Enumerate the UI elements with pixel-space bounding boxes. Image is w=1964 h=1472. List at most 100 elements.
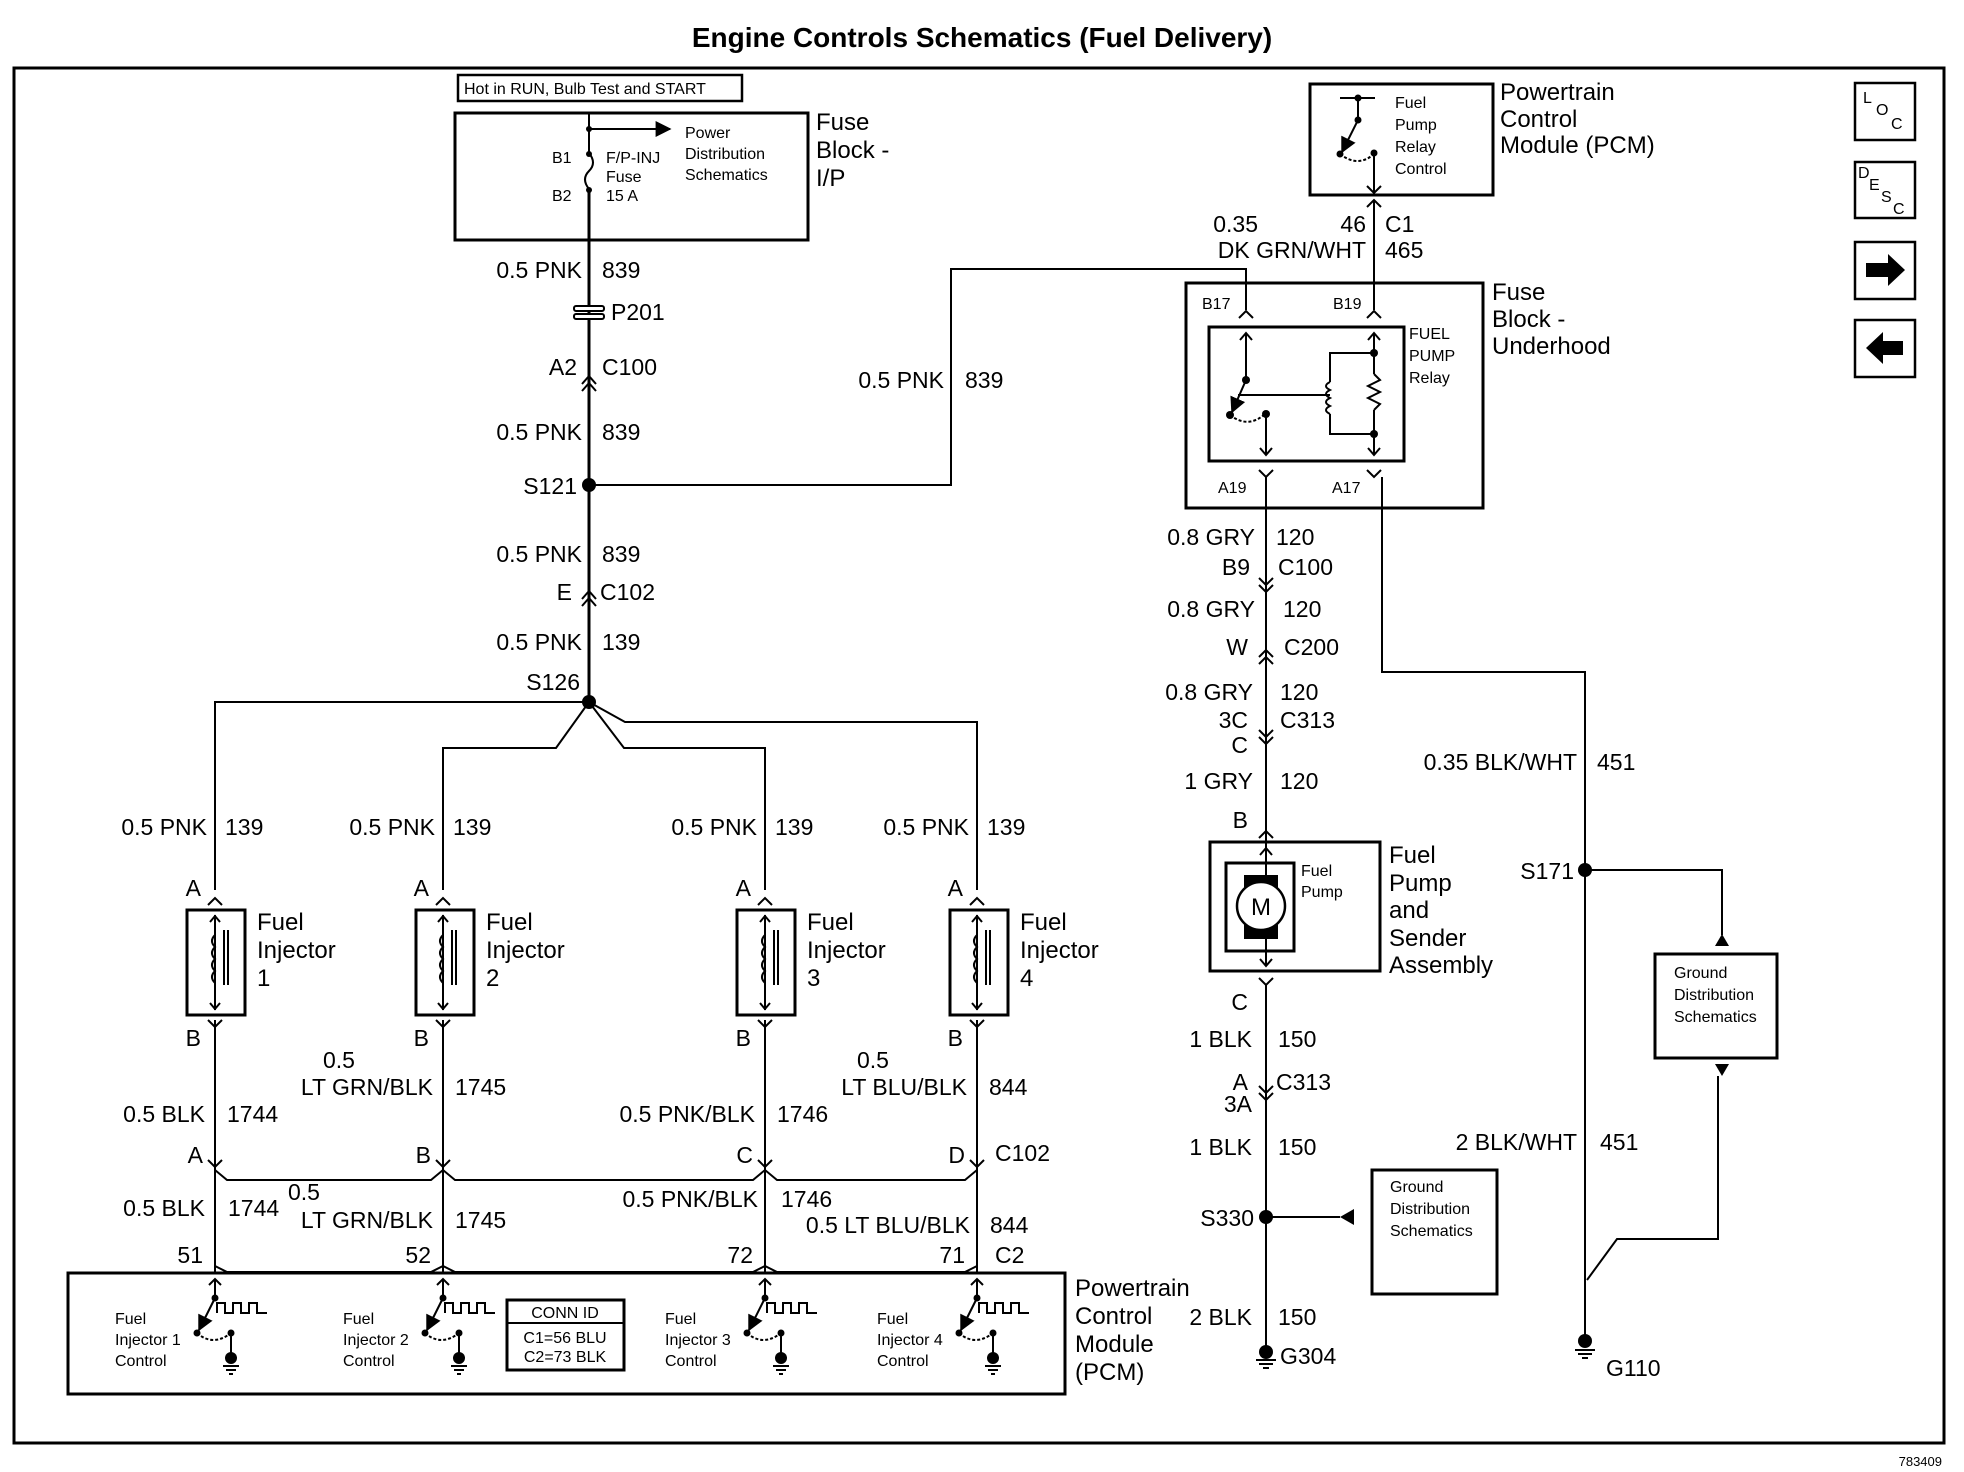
injector-name-3: 1 xyxy=(257,965,270,992)
injector-name-3: 2 xyxy=(486,965,499,992)
fuse-block-ip: Hot in RUN, Bulb Test and START B1 B2 F/… xyxy=(453,73,889,242)
relay-label-3: Relay xyxy=(1409,370,1450,387)
injector-box xyxy=(735,908,797,1017)
pin-b2: B2 xyxy=(552,188,572,205)
fuse-block-underhood-name-2: Block - xyxy=(1492,306,1565,333)
main-feed-wire: 0.5 PNK 839 P201 A2 C100 0.5 PNK 839 S12… xyxy=(496,190,665,709)
pin-46: 46 xyxy=(1340,211,1366,237)
connector-c102: C102 xyxy=(995,1140,1050,1166)
pulse-icon xyxy=(444,1302,495,1314)
relay-label-2: PUMP xyxy=(1409,348,1455,365)
conn-id-row: C2=73 BLK xyxy=(524,1349,607,1366)
connector-c313: C313 xyxy=(1280,707,1335,733)
coil-icon xyxy=(211,934,217,984)
c313-connector-icon xyxy=(1258,729,1274,746)
wire-gauge-color: 1 GRY xyxy=(1184,768,1253,794)
wire-circuit: 1744 xyxy=(228,1195,279,1221)
injector-name-2: Injector xyxy=(257,937,336,964)
ground-label-g110: G110 xyxy=(1606,1355,1661,1381)
ground-distribution-ref-2[interactable]: Ground Distribution Schematics xyxy=(1653,952,1779,1060)
injector-control-wires: C102 C2 0.5 BLK 1744 0.5 LT GRN/BLK 1745… xyxy=(123,1140,1050,1273)
pin-b: B xyxy=(736,1025,751,1051)
c102-pin: C xyxy=(736,1142,753,1168)
pin-a: A xyxy=(948,875,964,901)
wire-gauge-color: 0.5 PNK xyxy=(496,257,582,283)
fuse-block-ip-name-2: Block - xyxy=(816,137,889,164)
desc-letter-s: S xyxy=(1881,189,1892,206)
conn-id-title: CONN ID xyxy=(531,1305,599,1322)
driver-label-2: Injector 2 xyxy=(343,1332,409,1349)
pin-b: B xyxy=(948,1025,963,1051)
coil-icon xyxy=(973,934,979,984)
pcm-function-line4: Control xyxy=(1395,161,1447,178)
desc-letter-c: C xyxy=(1893,201,1905,218)
connector-c313: C313 xyxy=(1276,1069,1331,1095)
ground-distribution-ref-1[interactable]: Ground Distribution Schematics xyxy=(1370,1168,1499,1296)
pcm-pin: 72 xyxy=(727,1242,753,1268)
wire-gauge-color: 0.5 PNK xyxy=(121,814,207,840)
c100-connector-icon xyxy=(1258,577,1274,594)
pcm-top-module: Fuel Pump Relay Control Powertrain Contr… xyxy=(1308,79,1655,197)
driver-label-3: Control xyxy=(115,1353,167,1370)
wire-circuit: 120 xyxy=(1276,524,1314,550)
pin-b19: B19 xyxy=(1333,296,1362,313)
driver-switch-icon xyxy=(198,1297,216,1332)
wire-gauge-color: 0.5 PNK/BLK xyxy=(619,1101,755,1127)
pcm-bottom-name-4: (PCM) xyxy=(1075,1359,1144,1386)
pulse-icon xyxy=(216,1302,267,1314)
wire-circuit: 139 xyxy=(453,814,491,840)
connector-p201: P201 xyxy=(611,299,665,325)
wire-gauge-color: 0.8 GRY xyxy=(1167,596,1255,622)
pin-b17: B17 xyxy=(1202,296,1231,313)
pulse-icon xyxy=(766,1302,817,1314)
pump-name-5: Assembly xyxy=(1389,952,1493,979)
next-page-button[interactable] xyxy=(1853,240,1917,301)
pin-e: E xyxy=(557,579,572,605)
wire-gauge-color: 0.5 PNK xyxy=(671,814,757,840)
pcm-pin: 51 xyxy=(177,1242,203,1268)
power-ref-line2[interactable]: Distribution xyxy=(685,146,765,163)
desc-button[interactable]: D E S C xyxy=(1853,160,1917,220)
wire-circuit: 139 xyxy=(602,629,640,655)
pcm-pin: 71 xyxy=(939,1242,965,1268)
pulse-icon xyxy=(978,1302,1029,1314)
pcm-bottom-name-3: Module xyxy=(1075,1331,1154,1358)
pcm-top-name-3: Module (PCM) xyxy=(1500,132,1655,159)
fuel-pump-sender-assembly: B M Fuel Pump Fuel Pump and Sender Assem… xyxy=(1208,807,1493,1015)
loc-letter-c: C xyxy=(1891,116,1903,133)
fuse-block-ip-box xyxy=(453,111,810,242)
pin-3c: 3C xyxy=(1219,707,1248,733)
wire-circuit: 844 xyxy=(989,1074,1028,1100)
wire-gauge-color: 0.8 GRY xyxy=(1165,679,1253,705)
coil-icon xyxy=(761,934,767,984)
loc-button[interactable]: L O C xyxy=(1853,81,1917,142)
coil-icon xyxy=(439,934,445,984)
pin-b: B xyxy=(186,1025,201,1051)
wire-gauge: 0.5 xyxy=(323,1047,355,1073)
pin-a: A xyxy=(414,875,430,901)
injector-name-1: Fuel xyxy=(807,909,854,936)
connector-c200: C200 xyxy=(1284,634,1339,660)
pcm-top-name-1: Powertrain xyxy=(1500,79,1615,106)
previous-page-button[interactable] xyxy=(1853,318,1917,379)
wire-circuit: 839 xyxy=(602,541,640,567)
wire-gauge-color: 0.5 PNK xyxy=(496,541,582,567)
fuse-block-ip-name-1: Fuse xyxy=(816,109,869,136)
driver-label-3: Control xyxy=(877,1353,929,1370)
driver-label-1: Fuel xyxy=(877,1311,908,1328)
wire-gauge-color: 0.5 BLK xyxy=(123,1195,205,1221)
pump-name-2: Pump xyxy=(1389,870,1452,897)
wire-circuit: 139 xyxy=(225,814,263,840)
connector-c102: C102 xyxy=(600,579,655,605)
wire-gauge-color: 2 BLK xyxy=(1189,1304,1252,1330)
pin-a: A xyxy=(1233,1069,1249,1095)
pin-b: B xyxy=(1233,807,1248,833)
desc-letter-e: E xyxy=(1869,177,1880,194)
injector-name-1: Fuel xyxy=(1020,909,1067,936)
power-ref-line1[interactable]: Power xyxy=(685,125,731,142)
pcm-function-line1: Fuel xyxy=(1395,95,1426,112)
pcm-pin: 52 xyxy=(405,1242,431,1268)
driver-switch-icon xyxy=(748,1297,766,1332)
power-ref-line3[interactable]: Schematics xyxy=(685,167,768,184)
